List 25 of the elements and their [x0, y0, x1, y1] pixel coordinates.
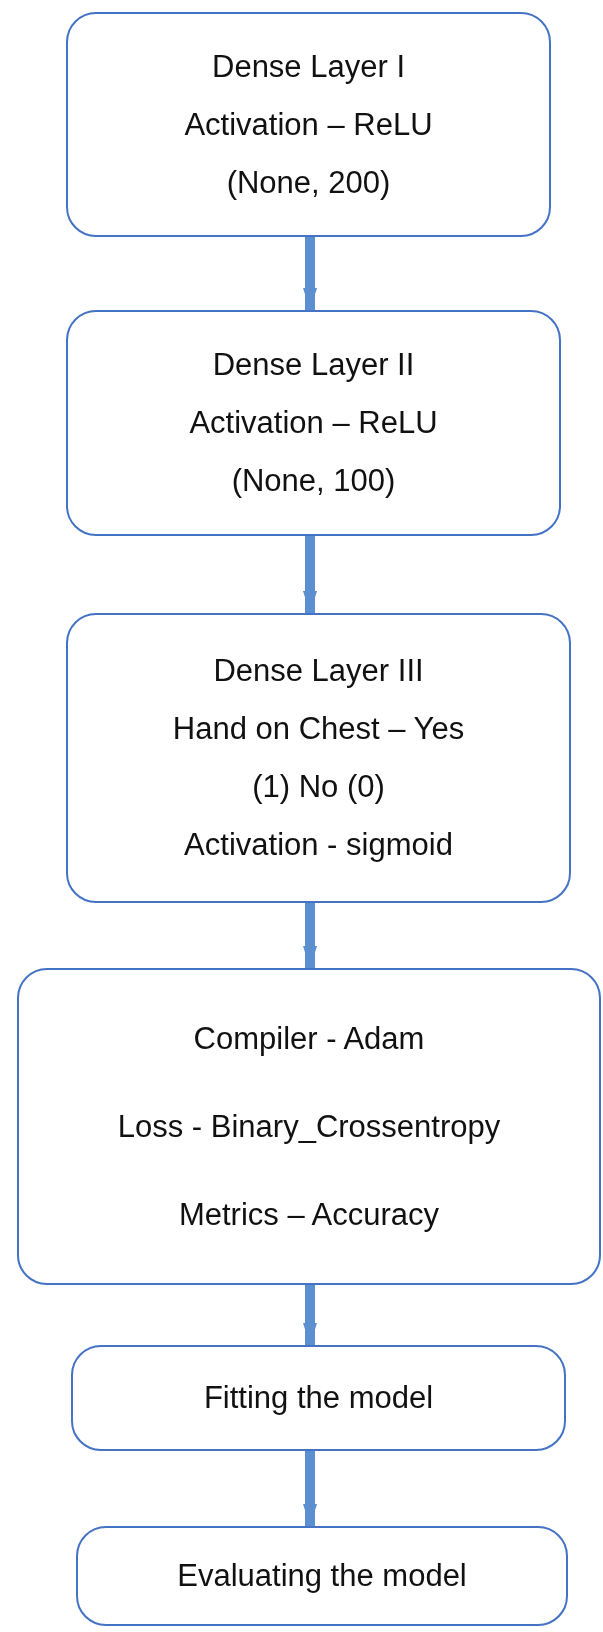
box-label: Dense Layer II — [212, 346, 415, 384]
arrow — [303, 903, 317, 968]
box-label: (None, 200) — [226, 163, 391, 202]
arrow — [303, 237, 317, 310]
box-label: Hand on Chest – Yes (1) No (0) — [171, 710, 466, 806]
box-label: Evaluating the model — [177, 1557, 467, 1595]
box-label: Loss - Binary_Crossentropy — [117, 1107, 501, 1146]
box-label: Activation - sigmoid — [184, 826, 453, 864]
box-label: (None, 100) — [231, 462, 396, 500]
arrow — [303, 1285, 317, 1345]
box-label: Metrics – Accuracy — [178, 1195, 440, 1234]
box-label: Activation – ReLU — [189, 404, 438, 442]
process-box — [66, 613, 571, 903]
process-box — [17, 968, 601, 1285]
process-box — [66, 310, 561, 536]
box-label: Dense Layer I — [212, 47, 405, 86]
process-box — [76, 1526, 568, 1626]
process-box — [71, 1345, 566, 1451]
box-label: Dense Layer III — [213, 652, 424, 690]
process-box — [66, 12, 551, 237]
box-label: Compiler - Adam — [193, 1019, 425, 1058]
box-label: Fitting the model — [203, 1379, 434, 1417]
box-label: Activation – ReLU — [184, 105, 433, 144]
arrow — [303, 536, 317, 613]
arrow — [303, 1451, 317, 1526]
